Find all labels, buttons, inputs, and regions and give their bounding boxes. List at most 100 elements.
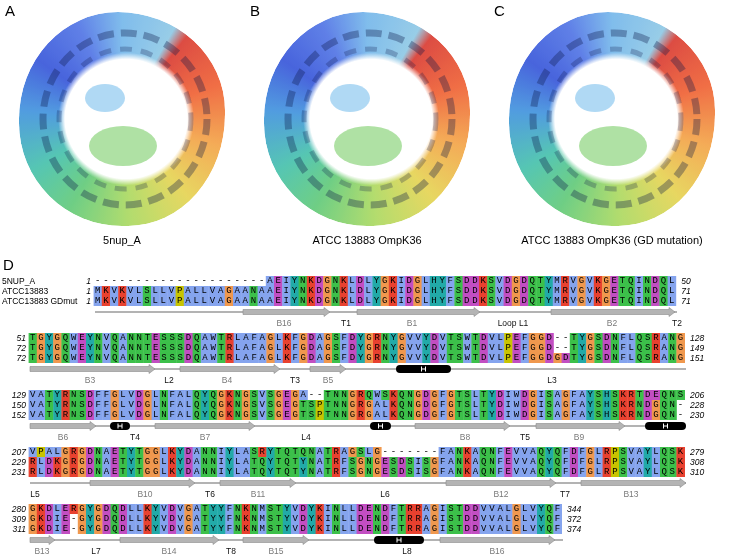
structure-label: T7 [560,489,570,500]
strand-ribbon [43,33,207,205]
residue-number: 229 [12,457,26,467]
structure-label: B8 [460,432,470,443]
strand-arrow [310,365,346,374]
strand-arrow [415,422,510,431]
residue-number: 71 [681,286,690,296]
pore-loop [85,84,125,112]
structure-label: B16 [489,546,504,557]
residue-number: 310 [690,467,704,477]
residue-number: 279 [690,447,704,457]
aligned-sequence: ---------------------AEIYNKDGNKLDLYGKIDG… [95,276,677,286]
strand-arrow [30,536,55,545]
panel-letter: C [494,2,505,20]
residue-number: 280 [12,504,26,514]
panel-letter: D [3,256,14,274]
structure-label: L7 [91,546,100,557]
structure-label: B10 [137,489,152,500]
structure-label: B16 [276,318,291,329]
residue-number: 372 [567,514,581,524]
pore-loop [575,84,615,112]
aligned-sequence: MKVKVLSLLVPALLVAGAANAAEIYNKDGNKLDLYGKIDG… [95,286,677,296]
strand-arrow [243,536,309,545]
pore-loop [330,84,370,112]
pore-loop [89,126,157,166]
strand-arrow [440,536,555,545]
strand-arrow [551,308,675,317]
strand-ribbon [533,33,697,205]
residue-number: 206 [690,390,704,400]
strand-arrow [30,422,96,431]
structure-label: T6 [205,489,215,500]
structure-label: T1 [341,318,351,329]
strand-arrow [30,365,155,374]
strand-arrow [220,479,296,488]
pore-loop [334,126,402,166]
strand-arrow [243,308,330,317]
residue-number: 207 [12,447,26,457]
structure-label: B12 [493,489,508,500]
protein-ribbon [509,12,715,226]
structure-label: B6 [58,432,68,443]
structure-label: Loop L1 [498,318,529,329]
sequence-name: ATCC13883 GDmut [2,296,77,306]
structure-label: L2 [164,375,173,386]
helix-mark [397,538,401,543]
panel-caption: 5nup_A [103,233,141,247]
protein-surface [509,12,715,226]
strand-arrow [180,365,280,374]
sequence-name: 5NUP_A [2,276,35,286]
residue-number: 152 [12,410,26,420]
helix-mark [422,367,426,372]
pore-loop [579,126,647,166]
strand-arrow [90,479,195,488]
structure-label: L8 [402,546,411,557]
structure-label: B11 [251,489,266,500]
residue-number: 344 [567,504,581,514]
residue-number: 1 [86,286,91,296]
aligned-sequence: GKDIE-GYGDQDLLKYVDVGATYYFNKNMSTYVDYKINLL… [30,524,563,534]
panel-letter: B [250,2,260,20]
structure-label: B7 [200,432,210,443]
residue-number: 231 [12,467,26,477]
structure-label: T4 [130,432,140,443]
structure-label: B5 [323,375,333,386]
helix-bar [645,422,686,430]
residue-number: 228 [690,400,704,410]
aligned-sequence: GKDIE-GYGDQDLLKYVDVGATYYFNKNMSTYVDYKINLL… [30,514,563,524]
helix-bar [110,422,130,430]
protein-surface [264,12,470,226]
residue-number: 1 [86,276,91,286]
residue-number: 149 [690,343,704,353]
structure-label: B4 [222,375,232,386]
helix-bar [396,365,451,373]
protein-ribbon [19,12,225,226]
sequence-name: ATCC13883 [2,286,48,296]
helix-bar [374,536,424,544]
residue-number: 308 [690,457,704,467]
structure-label: T2 [672,318,682,329]
helix-mark [379,424,383,429]
residue-number: 230 [690,410,704,420]
strand-ribbon [288,33,452,205]
aligned-sequence: VATYRNSDFFGLVDGLNFALQYQGKNGSVSGEGA--TNNG… [30,390,686,400]
panel-caption: ATCC 13883 OmpK36 (GD mutation) [521,233,702,247]
residue-number: 51 [17,333,26,343]
strand-arrow [357,308,480,317]
structure-label: B13 [34,546,49,557]
residue-number: 150 [12,400,26,410]
residue-number: 128 [690,333,704,343]
aligned-sequence: VATYRNSDFFGLVDGLNFALQYQGKNGSVSGEGTSPTNNG… [30,400,686,410]
aligned-sequence: RLDKGRGDNAETYTGGLKYDANNIYLATQYTQTYNATRFS… [30,457,686,467]
aligned-sequence: TGYGQWEYNVQANNTESSSDQAWTRLAFAGLKFGDAGSFD… [30,333,686,343]
structure-label: T5 [520,432,530,443]
strand-arrow [120,536,219,545]
aligned-sequence: MKVKVLSLLVPALLVAGAANAAEIYNKDGNKLDLYGKIDG… [95,296,677,306]
residue-number: 151 [690,353,704,363]
structure-label: B13 [623,489,638,500]
residue-number: 1 [86,296,91,306]
helix-bar [370,422,391,430]
structure-label: L5 [30,489,39,500]
aligned-sequence: RLDKGRGDNAETYTGGLKYDANNIYLATQYTQTYNATRFS… [30,467,686,477]
strand-ribbon [549,49,681,189]
